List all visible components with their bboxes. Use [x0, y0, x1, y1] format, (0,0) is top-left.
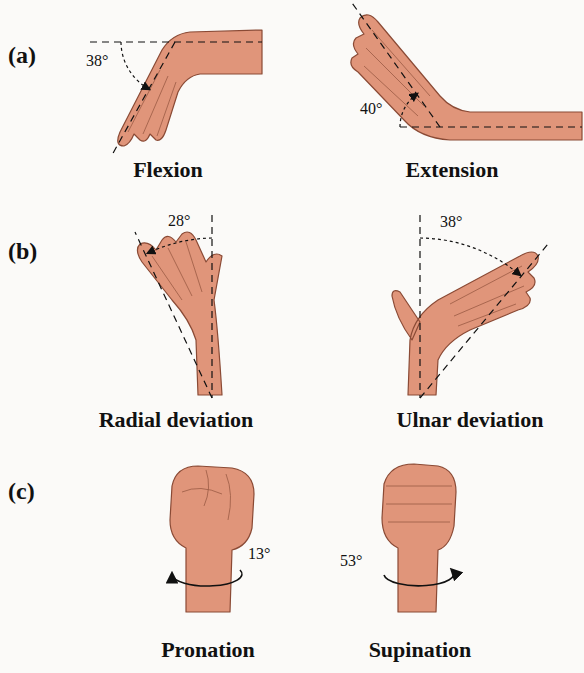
extension-hand [351, 15, 582, 140]
motion-name: Flexion [133, 158, 203, 182]
angle-value: 28° [168, 212, 190, 230]
motion-name: Supination [369, 638, 472, 662]
radial-hand [137, 232, 222, 395]
flexion-hand [118, 30, 262, 146]
motion-name: Pronation [161, 638, 255, 662]
panel-letter: (b) [8, 238, 37, 264]
angle-value: 38° [86, 52, 108, 70]
motion-name: Extension [406, 158, 499, 182]
ulnar-hand [392, 252, 538, 395]
angle-value: 53° [340, 552, 362, 570]
angle-value: 13° [248, 545, 270, 563]
angle-value: 40° [360, 100, 382, 118]
motion-name: Radial deviation [99, 408, 254, 432]
panel-letter: (a) [8, 42, 36, 68]
angle-value: 38° [440, 213, 462, 231]
pronation-fist [170, 466, 254, 612]
motion-name: Ulnar deviation [397, 408, 544, 432]
panel-letter: (c) [8, 478, 35, 504]
supination-fist [382, 464, 456, 612]
